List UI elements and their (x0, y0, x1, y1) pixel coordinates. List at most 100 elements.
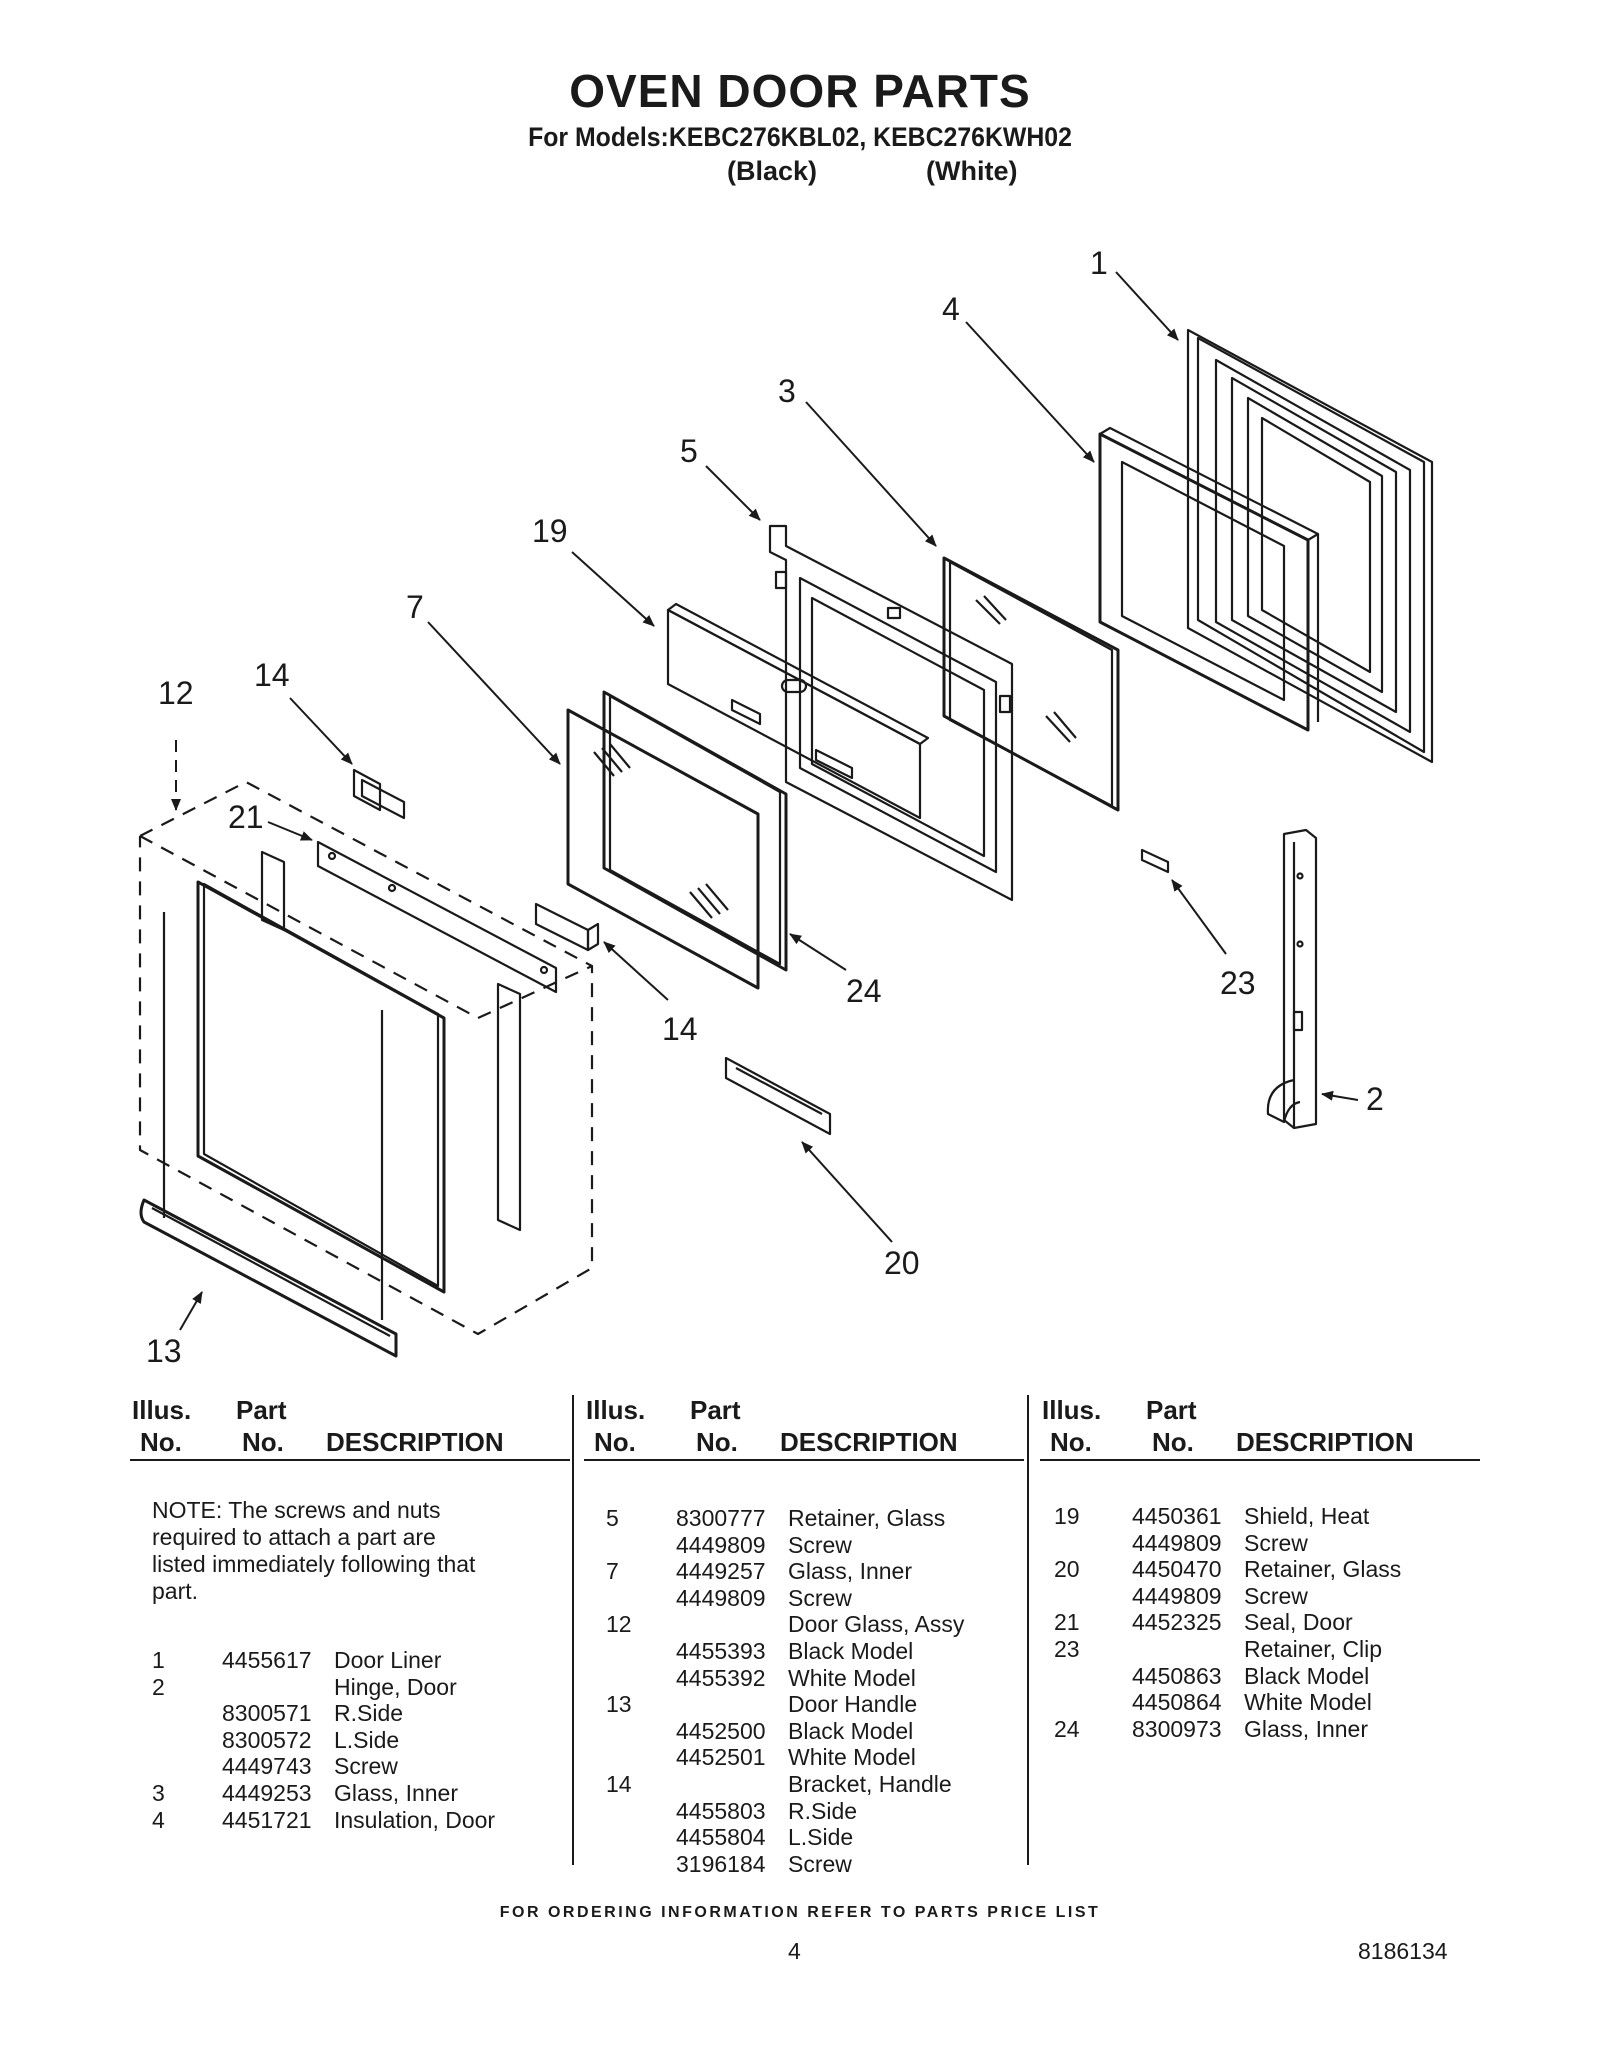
part-20-retainer-glass (724, 1056, 832, 1136)
callout-3: 3 (778, 373, 796, 409)
part-description: Glass, Inner (334, 1780, 458, 1806)
part-number: 4450470 (1132, 1556, 1222, 1583)
part-number: 4455393 (676, 1638, 766, 1664)
illus-number: 4 (152, 1806, 165, 1833)
callout-19: 19 (532, 513, 568, 549)
part-description: Black Model (1244, 1662, 1370, 1689)
exploded-parts-diagram: 1 4 3 5 19 7 12 14 21 14 23 24 2 20 13 (138, 245, 1434, 1369)
part-description: Screw (334, 1753, 398, 1780)
part-number: 4452325 (1132, 1609, 1222, 1636)
callout-24: 24 (846, 973, 882, 1009)
table-header: Illus. No. Part No. DESCRIPTION (1040, 1395, 1480, 1461)
document-number: 8186134 (1358, 1938, 1448, 1964)
part-12-door-glass-assy (138, 780, 594, 1336)
part-number: 4449257 (676, 1558, 766, 1585)
part-23-retainer-clip (1140, 848, 1170, 874)
part-description: Bracket, Handle (788, 1771, 952, 1797)
callout-1: 1 (1090, 245, 1108, 281)
callout-14-bottom: 14 (662, 1011, 698, 1047)
callout-arrows (171, 271, 1359, 1331)
illus-number: 3 (152, 1780, 165, 1806)
parts-table-column-2: Illus. No. Part No. DESCRIPTION (584, 1395, 1024, 1461)
part-description: Screw (788, 1584, 852, 1611)
variant-white-label: (White) (926, 156, 1018, 186)
part-number: 8300777 (676, 1505, 766, 1531)
part-number: 8300572 (222, 1726, 312, 1753)
part-number: 4455392 (676, 1664, 766, 1691)
callout-21: 21 (228, 799, 264, 835)
part-number: 4452501 (676, 1744, 766, 1771)
page-number: 4 (788, 1938, 801, 1964)
page-title: OVEN DOOR PARTS (569, 65, 1031, 117)
part-number: 4449809 (676, 1584, 766, 1611)
illus-number: 2 (152, 1673, 165, 1700)
callout-13: 13 (146, 1333, 182, 1369)
illus-number: 24 (1054, 1715, 1080, 1742)
part-number: 4455617 (222, 1647, 312, 1673)
table-header: Illus. No. Part No. DESCRIPTION (130, 1395, 570, 1461)
part-description: White Model (788, 1744, 916, 1771)
part-3-glass-inner (942, 556, 1120, 812)
part-number: 4449809 (1132, 1582, 1222, 1609)
part-number: 4450361 (1132, 1503, 1222, 1529)
illus-number: 1 (152, 1647, 165, 1673)
illus-number: 21 (1054, 1609, 1080, 1636)
part-number: 4450864 (1132, 1689, 1222, 1716)
illus-number: 5 (606, 1505, 619, 1531)
part-description: Screw (1244, 1529, 1308, 1556)
part-number: 4449809 (676, 1531, 766, 1558)
column-divider (572, 1395, 574, 1865)
table-note: NOTE: The screws and nuts required to at… (152, 1497, 476, 1604)
part-description: Shield, Heat (1244, 1503, 1370, 1529)
callout-12: 12 (158, 675, 194, 711)
part-number: 4449253 (222, 1780, 312, 1806)
callout-5: 5 (680, 433, 698, 469)
part-description: Retainer, Clip (1244, 1636, 1383, 1662)
part-21-seal-door (316, 840, 558, 994)
part-description: Door Glass, Assy (788, 1611, 965, 1638)
illus-number: 20 (1054, 1556, 1080, 1583)
part-description: Door Liner (334, 1647, 442, 1673)
part-number: 4451721 (222, 1806, 312, 1833)
part-description: Retainer, Glass (1244, 1556, 1402, 1583)
part-5-retainer-glass (768, 524, 1014, 902)
callout-23: 23 (1220, 965, 1256, 1001)
part-description: Screw (788, 1531, 852, 1558)
part-number: 4449809 (1132, 1529, 1222, 1556)
part-2-hinge-door (1266, 828, 1318, 1130)
table-header: Illus. No. Part No. DESCRIPTION (584, 1395, 1024, 1461)
illus-number: 14 (606, 1771, 632, 1797)
models-line: For Models:KEBC276KBL02, KEBC276KWH02 (528, 122, 1072, 152)
part-number: 4455804 (676, 1824, 766, 1851)
part-description: R.Side (788, 1797, 858, 1824)
part-description: Glass, Inner (1244, 1715, 1368, 1742)
part-number: 4449743 (222, 1753, 312, 1780)
part-4-insulation (1098, 426, 1320, 732)
part-number: 8300571 (222, 1700, 312, 1727)
callout-2: 2 (1366, 1081, 1384, 1117)
part-description: Glass, Inner (788, 1558, 912, 1585)
part-1-door-liner (1186, 328, 1434, 764)
part-number: 4452500 (676, 1717, 766, 1744)
part-14-bracket-handle (352, 768, 600, 952)
callout-20: 20 (884, 1245, 920, 1281)
part-number: 4455803 (676, 1797, 766, 1824)
part-description: Retainer, Glass (788, 1505, 946, 1531)
ordering-info: FOR ORDERING INFORMATION REFER TO PARTS … (499, 1904, 1101, 1921)
callout-14-top: 14 (254, 657, 290, 693)
part-description: Screw (788, 1850, 852, 1877)
illus-number: 12 (606, 1611, 632, 1638)
part-description: R.Side (334, 1700, 404, 1727)
part-description: Black Model (788, 1638, 914, 1664)
part-description: Hinge, Door (334, 1673, 457, 1700)
illus-number: 23 (1054, 1636, 1080, 1662)
callout-7: 7 (406, 589, 424, 625)
part-description: Door Handle (788, 1691, 918, 1718)
part-19-shield-heat (666, 602, 930, 820)
part-24-glass-inner (602, 690, 788, 972)
part-description: White Model (788, 1664, 916, 1691)
variant-black-label: (Black) (727, 156, 818, 186)
parts-table-column-3: Illus. No. Part No. DESCRIPTION (1040, 1395, 1480, 1461)
part-description: Black Model (788, 1717, 914, 1744)
part-13-door-handle (139, 1198, 398, 1358)
